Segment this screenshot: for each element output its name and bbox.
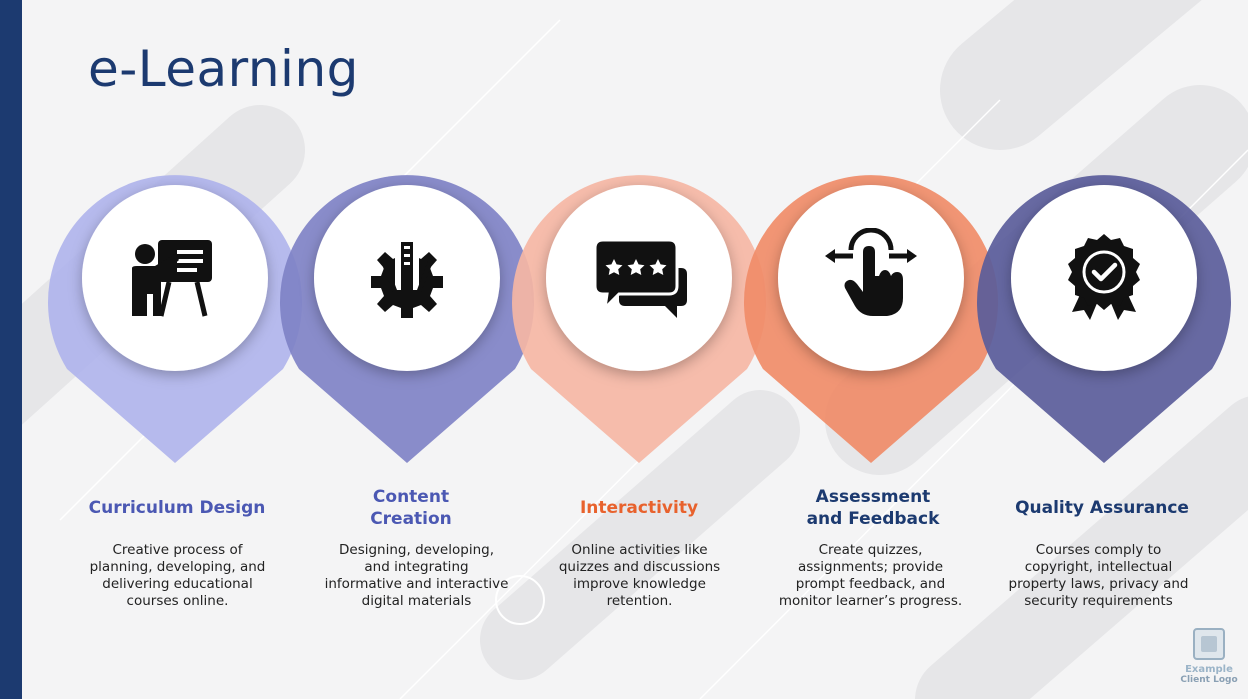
image-placeholder-icon: [1193, 628, 1225, 660]
quality-badge-icon: [1054, 228, 1154, 328]
step-title-1: Curriculum Design: [88, 498, 266, 518]
slide-title: e-Learning: [88, 40, 359, 98]
swipe-hand-icon: [821, 228, 921, 328]
chat-rating-icon: [589, 228, 689, 328]
teacher-board-icon: [125, 228, 225, 328]
logo-text-line-2: Client Logo: [1180, 675, 1238, 685]
step-title-3: Interactivity: [579, 498, 699, 518]
logo-text-line-1: Example: [1185, 664, 1233, 675]
step-title-5: Quality Assurance: [1015, 498, 1189, 518]
creative-gear-icon: [357, 228, 457, 328]
left-accent-bar: [0, 0, 22, 699]
client-logo: Example Client Logo: [1180, 628, 1238, 686]
